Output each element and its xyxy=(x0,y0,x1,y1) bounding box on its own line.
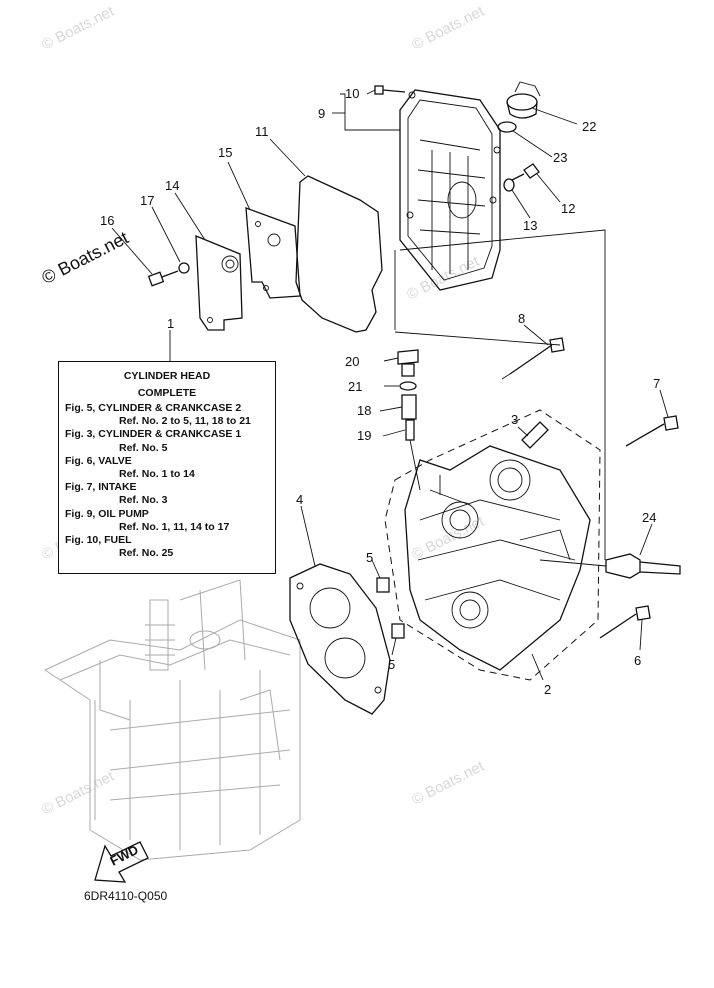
bolt-6 xyxy=(599,605,651,639)
callout-5a: 5 xyxy=(366,550,373,565)
callout-21: 21 xyxy=(348,379,362,394)
callout-17: 17 xyxy=(140,193,154,208)
legend-fig: Fig. 7, INTAKE xyxy=(65,481,137,494)
watermark: © Boats.net xyxy=(409,2,487,53)
bolt-7 xyxy=(625,415,679,447)
legend-box: CYLINDER HEAD COMPLETE Fig. 5, CYLINDER … xyxy=(58,361,276,574)
callout-13: 13 xyxy=(523,218,537,233)
callout-1: 1 xyxy=(167,316,174,331)
legend-ref: Ref. No. 25 xyxy=(119,547,174,560)
callout-3: 3 xyxy=(511,412,518,427)
sleeve-18 xyxy=(401,394,417,420)
watermark: © Boats.net xyxy=(39,767,117,818)
callout-9: 9 xyxy=(318,106,325,121)
legend-ref: Ref. No. 1, 11, 14 to 17 xyxy=(119,520,230,533)
dowel-5 xyxy=(391,623,405,639)
bolt-12 xyxy=(511,163,540,181)
callout-8: 8 xyxy=(518,311,525,326)
forward-direction-arrow: FWD xyxy=(94,841,149,883)
callout-22: 22 xyxy=(582,119,596,134)
washer-17 xyxy=(178,262,190,274)
gasket-21 xyxy=(399,381,417,391)
callout-19: 19 xyxy=(357,428,371,443)
oil-filler-cap xyxy=(506,81,541,119)
callout-labels: 1 2 3 4 5 5 6 7 8 9 10 11 12 13 14 15 16… xyxy=(100,86,660,697)
legend-fig: Fig. 5, CYLINDER & CRANKCASE 2 xyxy=(65,402,242,414)
legend-fig: Fig. 3, CYLINDER & CRANKCASE 1 xyxy=(65,428,242,441)
legend-title-line2: COMPLETE xyxy=(137,387,197,399)
callout-12: 12 xyxy=(561,201,575,216)
legend-fig: Fig. 6, VALVE xyxy=(65,454,132,467)
bolt-10 xyxy=(374,85,406,95)
legend-ref: Ref. No. 5 xyxy=(119,441,168,454)
callout-6: 6 xyxy=(634,653,641,668)
plug-20 xyxy=(397,349,419,377)
callout-20: 20 xyxy=(345,354,359,369)
legend-fig: Fig. 9, OIL PUMP xyxy=(65,507,149,520)
legend-ref: Ref. No. 1 to 14 xyxy=(119,468,195,481)
callout-4: 4 xyxy=(296,492,303,507)
fwd-label: FWD xyxy=(108,842,141,869)
diagram-code: 6DR4110-Q050 xyxy=(84,889,168,903)
callout-2: 2 xyxy=(544,682,551,697)
callout-15: 15 xyxy=(218,145,232,160)
washer-13 xyxy=(503,178,515,192)
callout-10: 10 xyxy=(345,86,359,101)
o-ring-23 xyxy=(497,121,517,133)
plate-15 xyxy=(245,207,301,299)
legend-fig: Fig. 10, FUEL xyxy=(65,534,132,547)
bolt-8 xyxy=(501,337,565,380)
callout-24: 24 xyxy=(642,510,656,525)
dowel-5 xyxy=(376,577,390,593)
callout-14: 14 xyxy=(165,178,179,193)
callout-23: 23 xyxy=(553,150,567,165)
legend-ref: Ref. No. 2 to 5, 11, 18 to 21 xyxy=(119,415,251,428)
pin-19 xyxy=(405,419,421,491)
callout-16: 16 xyxy=(100,213,114,228)
cylinder-head xyxy=(384,409,601,681)
crankcase-ghost-drawing xyxy=(43,579,301,861)
cylinder-head-gasket xyxy=(289,563,391,715)
leader-lines xyxy=(111,89,669,681)
callout-5b: 5 xyxy=(388,657,395,672)
callout-7: 7 xyxy=(653,376,660,391)
watermark: © Boats.net xyxy=(409,757,487,808)
legend-ref: Ref. No. 3 xyxy=(119,494,168,507)
plate-14 xyxy=(195,235,243,331)
assembly-line xyxy=(394,229,606,560)
legend-title-line1: CYLINDER HEAD xyxy=(123,370,211,382)
head-cover-gasket xyxy=(295,175,383,333)
bolt-16 xyxy=(147,270,179,287)
watermark: © Boats.net xyxy=(39,2,117,53)
callout-11: 11 xyxy=(255,124,269,139)
cylinder-head-cover xyxy=(399,89,501,291)
callout-18: 18 xyxy=(357,403,371,418)
spark-plug xyxy=(539,553,681,579)
dowel-3 xyxy=(521,421,549,449)
